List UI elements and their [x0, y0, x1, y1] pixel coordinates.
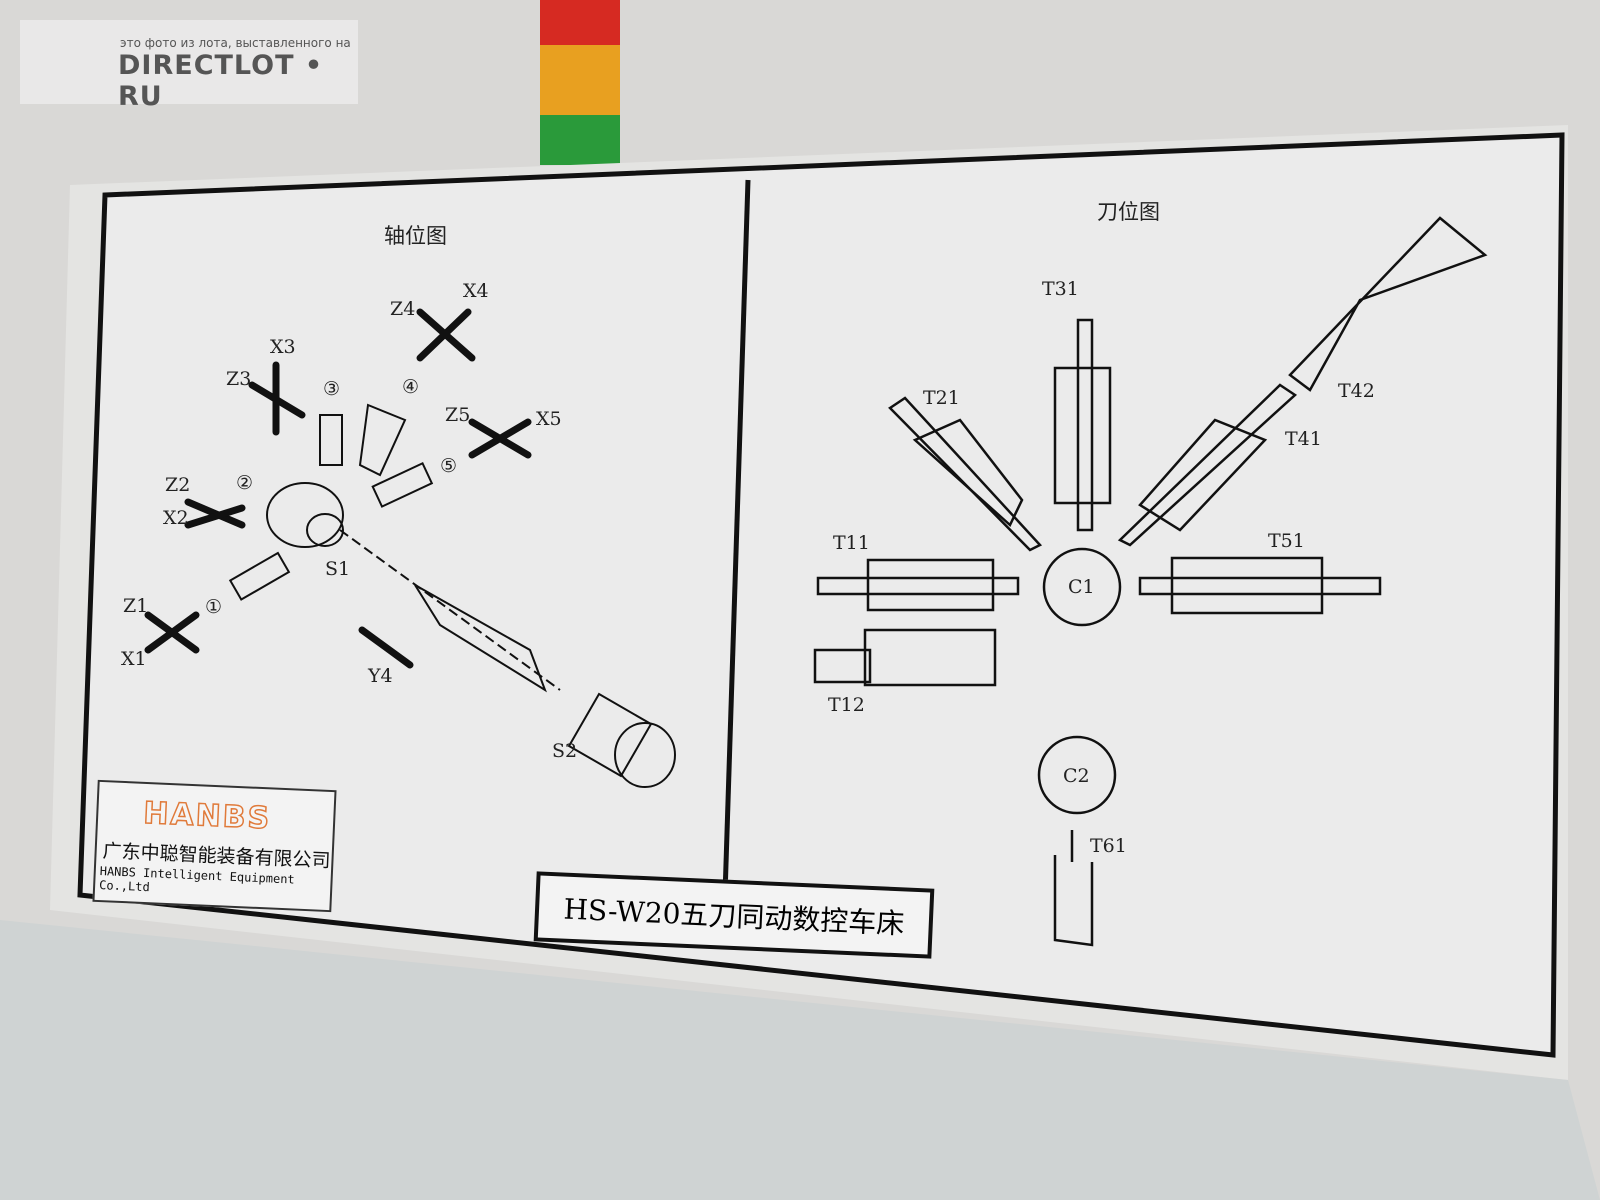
label-t41: T41 [1285, 428, 1322, 450]
label-x3: X3 [270, 336, 296, 358]
axis-crosses [144, 308, 532, 669]
label-s1: S1 [325, 558, 351, 580]
hanbs-logo: HANBS [142, 795, 273, 837]
label-z3: Z3 [226, 368, 252, 390]
label-station-1: ① [205, 596, 223, 618]
label-c2: C2 [1063, 765, 1090, 787]
right-heading: 刀位图 [1097, 200, 1160, 224]
signal-light-yellow [540, 45, 620, 115]
watermark: это фото из лота, выставленного на DIREC… [20, 20, 358, 112]
label-t42: T42 [1338, 380, 1375, 402]
watermark-subtitle: это фото из лота, выставленного на [120, 36, 351, 50]
label-z5: Z5 [445, 404, 471, 426]
label-t51: T51 [1268, 530, 1305, 552]
label-x5: X5 [536, 408, 562, 430]
label-x2: X2 [163, 507, 189, 529]
label-station-3: ③ [323, 378, 341, 400]
label-x1: X1 [121, 648, 147, 670]
tool-shapes [813, 216, 1488, 947]
spindle-c2 [1037, 735, 1117, 815]
signal-light-red [540, 0, 620, 45]
company-logo-box: HANBS 广东中聪智能装备有限公司 HANBS Intelligent Equ… [92, 779, 337, 913]
label-station-5: ⑤ [440, 455, 458, 477]
left-heading: 轴位图 [384, 224, 447, 248]
signal-light-green [540, 115, 620, 165]
label-t11: T11 [833, 532, 870, 554]
label-c1: C1 [1068, 576, 1095, 598]
label-z1: Z1 [123, 595, 149, 617]
label-y4: Y4 [368, 665, 393, 687]
label-t12: T12 [828, 694, 865, 716]
label-z2: Z2 [165, 474, 191, 496]
label-z4: Z4 [390, 298, 416, 320]
label-s2: S2 [552, 740, 578, 762]
label-t61: T61 [1090, 835, 1127, 857]
watermark-brand: DIRECTLOT • RU [118, 50, 324, 112]
panel-divider [722, 179, 751, 896]
left-components [228, 403, 676, 788]
label-station-2: ② [236, 472, 254, 494]
label-station-4: ④ [402, 376, 420, 398]
label-t31: T31 [1042, 278, 1079, 300]
spindle-c1 [1042, 547, 1122, 627]
label-x4: X4 [463, 280, 489, 302]
label-t21: T21 [923, 387, 960, 409]
